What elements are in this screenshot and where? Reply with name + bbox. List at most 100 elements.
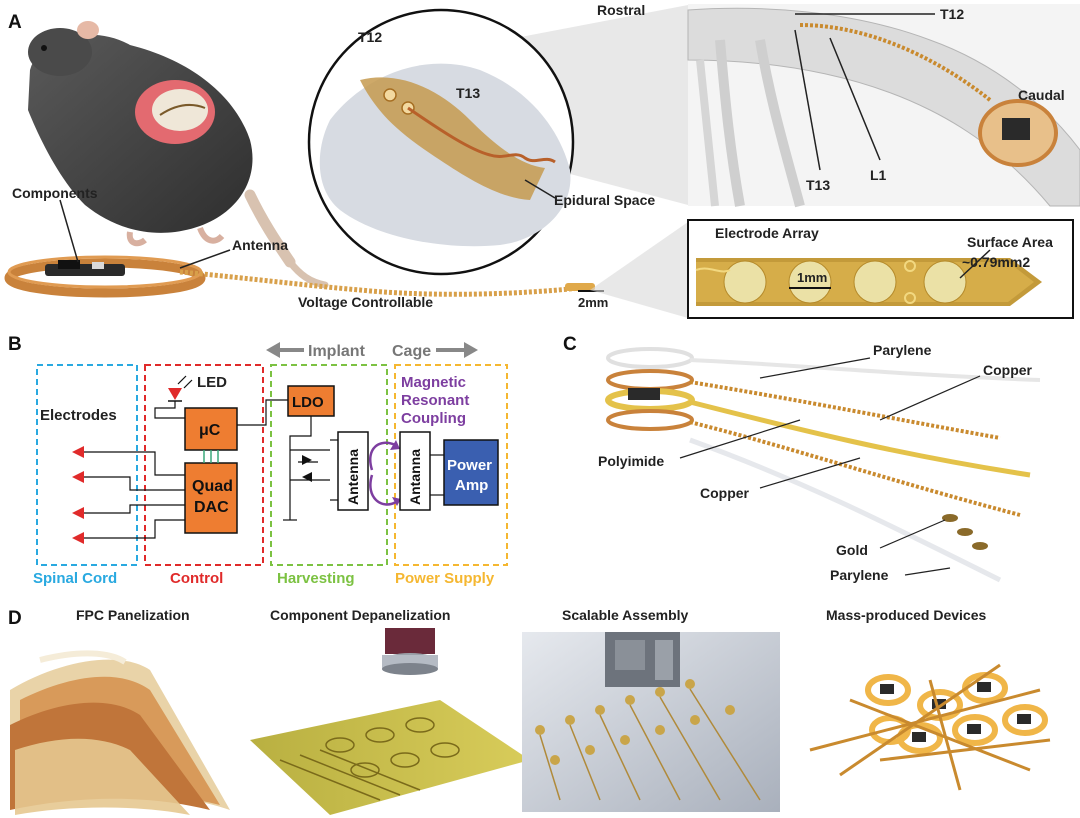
amp-label: Amp — [455, 477, 488, 494]
diode-1 — [302, 455, 312, 465]
antenna-tx-block — [399, 431, 431, 511]
spinal-cord-label: Spinal Cord — [33, 570, 117, 587]
panel-label-b: B — [8, 334, 22, 355]
assembly-image — [522, 632, 780, 812]
led-icon — [168, 388, 182, 400]
led-ray-1 — [177, 375, 187, 385]
antenna-rx-label: Antenna — [345, 449, 361, 505]
electrode-arrow-3 — [72, 507, 84, 519]
rectifier-circuit — [283, 416, 338, 521]
callout-wedge-bottom — [590, 222, 688, 318]
polyimide-label: Polyimide — [598, 453, 664, 469]
caudal-label: Caudal — [1018, 87, 1065, 103]
parylene-top-leader — [759, 357, 871, 379]
uc-label: μC — [199, 422, 221, 439]
epidural-label: Epidural Space — [554, 192, 655, 208]
electrode-array-box — [687, 219, 1074, 319]
ldo-label: LDO — [292, 394, 324, 411]
component-depanelization-title: Component Depanelization — [270, 607, 450, 623]
implant-device — [4, 255, 595, 298]
antenna-label: Antenna — [232, 237, 288, 253]
electrode-wires — [80, 451, 185, 539]
depanelization-image — [250, 628, 530, 815]
electrode-arrow-4 — [72, 532, 84, 544]
gold-label: Gold — [836, 542, 868, 558]
components-leader — [59, 199, 79, 263]
magnetic-label: Magnetic — [401, 374, 466, 391]
rostral-label: Rostral — [597, 2, 645, 18]
epidural-inset — [307, 8, 575, 276]
surface-area-value: ~0.79mm2 — [962, 254, 1030, 270]
parylene-bottom-label: Parylene — [830, 567, 889, 583]
dac-label: DAC — [194, 499, 229, 516]
power-amp-block — [443, 439, 499, 506]
control-label: Control — [170, 570, 223, 587]
copper-top-label: Copper — [983, 362, 1033, 378]
spine-t13-label: T13 — [806, 177, 830, 193]
cage-label: Cage — [392, 343, 431, 360]
polyimide-leader — [679, 419, 801, 459]
scale-label: 2mm — [578, 295, 608, 310]
spinal-cord-region — [36, 364, 138, 566]
parylene-top-label: Parylene — [873, 342, 932, 358]
scalable-assembly-title: Scalable Assembly — [562, 607, 689, 623]
coupling-label: Coupling — [401, 410, 466, 427]
ldo-wire — [237, 399, 288, 426]
electrode-arrow-1 — [72, 446, 84, 458]
rat-illustration — [28, 21, 329, 289]
copper-top-leader — [879, 375, 981, 421]
spine-t13-leader — [794, 29, 821, 171]
copper-bottom-leader — [759, 457, 861, 489]
l1-label: L1 — [870, 167, 887, 183]
diode-2 — [302, 472, 312, 482]
mass-produced-image — [809, 663, 1051, 791]
implant-arrowhead — [266, 342, 280, 358]
quad-dac-block — [184, 462, 238, 534]
fpc-sheets-image — [10, 650, 230, 815]
power-supply-label: Power Supply — [395, 570, 495, 587]
antenna-rx-block — [337, 431, 369, 511]
power-supply-region — [394, 364, 508, 566]
mass-produced-title: Mass-produced Devices — [826, 607, 986, 623]
coupling-head-1 — [390, 440, 400, 450]
electrodes-label: Electrodes — [40, 407, 117, 424]
gold-leader — [879, 519, 946, 549]
led-ray-2 — [183, 379, 193, 389]
harvesting-region — [270, 364, 388, 566]
fpc-panelization-title: FPC Panelization — [76, 607, 190, 623]
coupling-head-2 — [392, 497, 401, 506]
panel-label-a: A — [8, 12, 22, 33]
control-region — [144, 364, 264, 566]
coupling-arrow-bottom — [369, 474, 397, 506]
power-label: Power — [447, 457, 492, 474]
one-mm-label: 1mm — [797, 270, 827, 285]
spine-render — [687, 4, 1080, 208]
electrode-arrow-2 — [72, 471, 84, 483]
components-label: Components — [12, 185, 98, 201]
microcontroller-block — [184, 407, 238, 451]
quad-label: Quad — [192, 478, 233, 495]
parylene-bottom-leader — [904, 567, 951, 576]
antenna-tx-label: Antanna — [407, 449, 423, 505]
panel-label-c: C — [563, 334, 577, 355]
spine-t12-label: T12 — [940, 6, 964, 22]
inset-t13-label: T13 — [456, 85, 480, 101]
antenna-leader — [179, 249, 231, 269]
l1-leader — [829, 37, 881, 161]
copper-bottom-label: Copper — [700, 485, 750, 501]
implant-label: Implant — [308, 343, 366, 360]
harvesting-label: Harvesting — [277, 570, 355, 587]
coupling-arrow-top — [369, 441, 396, 471]
voltage-controllable-label: Voltage Controllable — [298, 294, 433, 310]
inset-t12-label: T12 — [358, 29, 382, 45]
led-wire — [154, 401, 185, 419]
panel-label-d: D — [8, 608, 22, 629]
epidural-leader — [524, 179, 556, 199]
led-label: LED — [197, 374, 227, 391]
exploded-layer-stack — [605, 347, 1041, 583]
electrode-array-label: Electrode Array — [715, 225, 819, 241]
cage-arrowhead — [464, 342, 478, 358]
surface-area-label: Surface Area — [967, 234, 1053, 250]
resonant-label: Resonant — [401, 392, 469, 409]
